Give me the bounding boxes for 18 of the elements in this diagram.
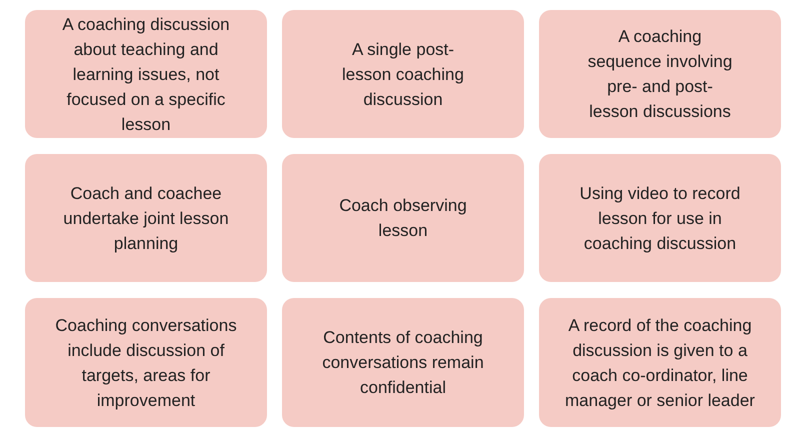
- rounded-box: [25, 298, 267, 427]
- box-text: Coaching conversations include discussion of targets, areas for improvement: [54, 314, 238, 412]
- box-text: Coach observing lesson: [338, 195, 468, 242]
- box-text: Contents of coaching conversations remain confidential: [321, 327, 485, 399]
- rounded-box: [539, 298, 781, 427]
- box-text: A record of the coaching discussion is given to a coach co-ordinator, line manager or senior leader: [564, 314, 756, 412]
- rounded-box: [282, 298, 524, 427]
- box-text: A coaching discussion about teaching and learning issues, not focused on a specific lesson: [61, 14, 231, 136]
- box-text: A single post-lesson coaching discussion: [341, 38, 465, 110]
- rounded-box: [539, 10, 781, 138]
- rounded-box: [539, 154, 781, 282]
- rounded-box: [25, 154, 267, 282]
- rounded-box: [25, 10, 267, 138]
- rounded-box: [282, 10, 524, 138]
- rounded-box: [282, 154, 524, 282]
- box-text: A coaching sequence involving pre- and post-lesson discussions: [587, 26, 733, 123]
- box-text: Using video to record lesson for use in coaching discussion: [578, 182, 742, 254]
- box-text: Coach and coachee undertake joint lesson planning: [62, 182, 230, 254]
